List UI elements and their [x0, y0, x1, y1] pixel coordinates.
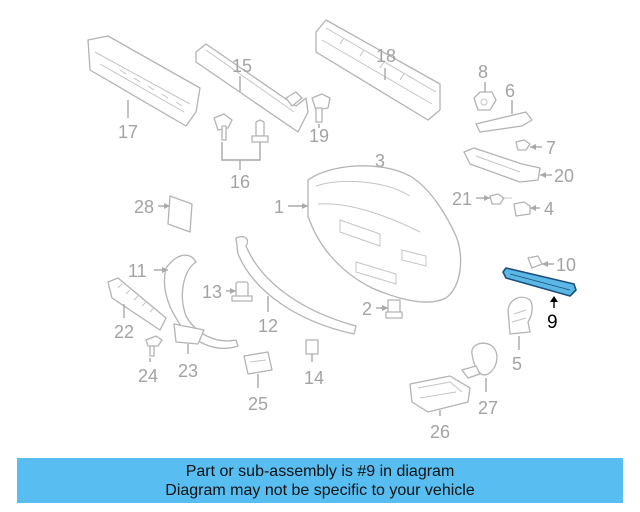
banner-line-1: Part or sub-assembly is #9 in diagram [185, 463, 455, 480]
part-1-bumper-cover[interactable] [307, 165, 462, 303]
svg-text:8: 8 [478, 62, 488, 82]
part-8-push-clip[interactable] [473, 91, 497, 111]
svg-text:17: 17 [118, 122, 138, 142]
callout-14: 14 [304, 354, 324, 388]
svg-text:10: 10 [556, 255, 576, 275]
svg-text:27: 27 [478, 398, 498, 418]
svg-text:19: 19 [309, 126, 329, 146]
part-27-connector[interactable] [461, 342, 498, 379]
svg-text:12: 12 [258, 316, 278, 336]
callout-24: 24 [138, 358, 158, 386]
part-5-boot[interactable] [507, 296, 533, 335]
part-26-duct[interactable] [409, 375, 471, 413]
callout-7: 7 [530, 138, 556, 158]
svg-text:1: 1 [274, 197, 284, 217]
callout-27: 27 [478, 378, 498, 418]
svg-text:22: 22 [114, 322, 134, 342]
callout-2: 2 [362, 299, 388, 319]
callout-26: 26 [430, 410, 450, 442]
svg-text:16: 16 [230, 172, 250, 192]
part-12-lower-molding[interactable] [235, 236, 357, 335]
part-28-license-bracket[interactable] [167, 195, 193, 233]
callout-19: 19 [309, 124, 329, 146]
part-22-grille[interactable] [107, 277, 167, 331]
callout-15: 15 [232, 56, 252, 92]
part-21-screw[interactable] [489, 193, 512, 205]
part-14-clip[interactable] [305, 339, 319, 355]
callout-28: 28 [134, 197, 170, 217]
callout-18: 18 [376, 46, 396, 80]
svg-text:5: 5 [512, 354, 522, 374]
svg-text:24: 24 [138, 366, 158, 386]
part-10-clip[interactable] [527, 255, 543, 269]
svg-text:2: 2 [362, 299, 372, 319]
part-19-clip[interactable] [311, 93, 331, 123]
part-15-upper-strip[interactable] [195, 43, 309, 133]
callout-23: 23 [178, 344, 198, 381]
part-24-screw[interactable] [145, 335, 163, 357]
callout-22: 22 [114, 304, 134, 342]
svg-text:25: 25 [248, 394, 268, 414]
callout-16: 16 [221, 142, 261, 192]
parts-diagram: 17 15 18 16 19 [87, 19, 577, 442]
part-17-energy-absorber[interactable] [87, 35, 201, 127]
callout-21: 21 [452, 189, 490, 209]
part-7-screw[interactable] [515, 139, 531, 151]
callout-6: 6 [505, 81, 515, 114]
svg-text:26: 26 [430, 422, 450, 442]
svg-text:7: 7 [546, 138, 556, 158]
info-banner: Part or sub-assembly is #9 in diagram Di… [17, 458, 623, 503]
svg-text:18: 18 [376, 46, 396, 66]
svg-text:3: 3 [375, 151, 385, 171]
callout-4: 4 [530, 199, 554, 219]
callout-9: 9 [547, 296, 558, 333]
svg-text:9: 9 [547, 312, 558, 333]
svg-text:11: 11 [128, 261, 147, 281]
svg-text:6: 6 [505, 81, 515, 101]
svg-text:28: 28 [134, 197, 154, 217]
svg-text:23: 23 [178, 361, 198, 381]
callout-11: 11 [128, 261, 168, 281]
part-2-screw[interactable] [385, 299, 403, 319]
svg-text:15: 15 [232, 56, 252, 76]
callout-1: 1 [274, 197, 308, 217]
callout-25: 25 [248, 374, 268, 414]
callout-12: 12 [258, 296, 278, 336]
callout-20: 20 [540, 166, 574, 186]
part-6-bracket[interactable] [475, 111, 533, 133]
part-11-side-molding[interactable] [163, 254, 239, 349]
part-23-garnish[interactable] [173, 323, 205, 345]
part-18-reinforcement-beam[interactable] [315, 19, 441, 121]
callout-13: 13 [202, 282, 236, 302]
callout-10: 10 [542, 255, 576, 275]
svg-text:14: 14 [304, 368, 324, 388]
svg-text:4: 4 [544, 199, 554, 219]
part-9-bracket-highlighted[interactable] [502, 267, 577, 297]
svg-text:20: 20 [554, 166, 574, 186]
part-4-nut[interactable] [513, 201, 531, 217]
part-20-side-bracket[interactable] [463, 147, 541, 183]
callout-5: 5 [512, 336, 522, 374]
part-13-bolt[interactable] [231, 281, 253, 302]
part-25-bracket[interactable] [243, 351, 273, 375]
svg-text:13: 13 [202, 282, 222, 302]
svg-text:21: 21 [452, 189, 472, 209]
callout-17: 17 [118, 100, 138, 142]
part-16-bolts[interactable] [213, 113, 269, 143]
callout-8: 8 [478, 62, 488, 92]
banner-line-2: Diagram may not be specific to your vehi… [165, 482, 475, 499]
